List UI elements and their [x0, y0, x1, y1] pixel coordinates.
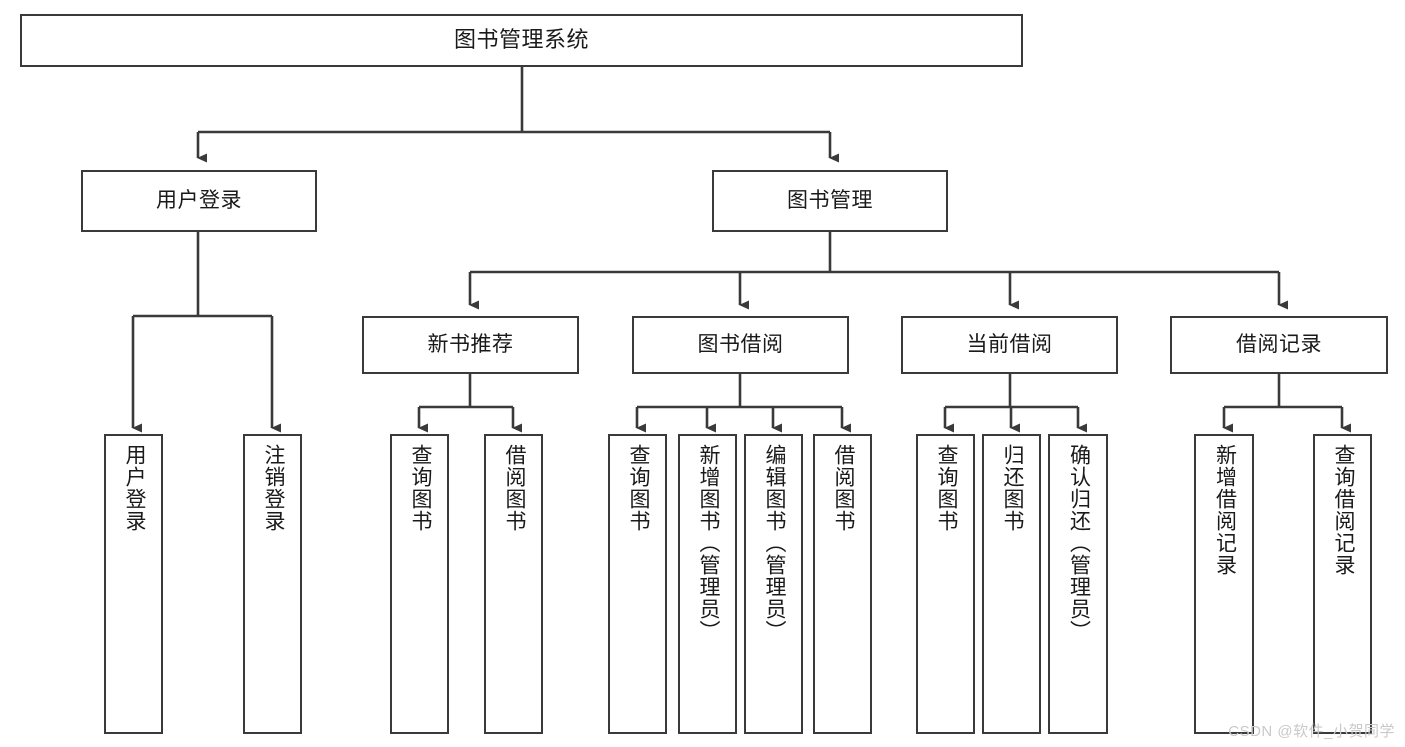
- node-book-borrow[interactable]: 图书借阅: [632, 316, 849, 374]
- watermark: CSDN @软件_小贺同学: [1228, 723, 1395, 740]
- node-leaf-query-book-3-label: 查询图书: [934, 444, 958, 532]
- node-leaf-add-book[interactable]: 新增图书（管理员）: [678, 434, 737, 734]
- node-leaf-return-book[interactable]: 归还图书: [982, 434, 1041, 734]
- node-new-book-recommend[interactable]: 新书推荐: [362, 316, 579, 374]
- node-leaf-borrow-book-2[interactable]: 借阅图书: [813, 434, 872, 734]
- node-leaf-borrow-book-1-label: 借阅图书: [502, 444, 526, 532]
- node-book-manage[interactable]: 图书管理: [712, 170, 948, 232]
- node-leaf-confirm-return-label: 确认归还（管理员）: [1067, 444, 1091, 642]
- node-user-login-label: 用户登录: [156, 189, 242, 213]
- node-leaf-query-book-2-label: 查询图书: [626, 444, 650, 532]
- node-root-label: 图书管理系统: [453, 27, 589, 53]
- node-leaf-query-record[interactable]: 查询借阅记录: [1313, 434, 1372, 734]
- node-leaf-query-book-1[interactable]: 查询图书: [390, 434, 449, 734]
- node-leaf-query-book-2[interactable]: 查询图书: [608, 434, 667, 734]
- node-leaf-query-book-1-label: 查询图书: [408, 444, 432, 532]
- node-leaf-query-book-3[interactable]: 查询图书: [916, 434, 975, 734]
- node-new-book-recommend-label: 新书推荐: [427, 333, 514, 357]
- node-leaf-user-login-label: 用户登录: [122, 444, 146, 532]
- node-leaf-logout[interactable]: 注销登录: [243, 434, 302, 734]
- node-leaf-edit-book[interactable]: 编辑图书（管理员）: [744, 434, 803, 734]
- node-book-manage-label: 图书管理: [787, 189, 873, 213]
- node-borrow-record[interactable]: 借阅记录: [1170, 316, 1388, 374]
- node-leaf-add-record-label: 新增借阅记录: [1213, 444, 1237, 576]
- node-book-borrow-label: 图书借阅: [697, 333, 784, 357]
- node-user-login[interactable]: 用户登录: [81, 170, 317, 232]
- node-leaf-logout-label: 注销登录: [261, 444, 285, 532]
- node-leaf-return-book-label: 归还图书: [1000, 444, 1024, 532]
- node-leaf-add-book-label: 新增图书（管理员）: [696, 444, 720, 642]
- node-current-borrow[interactable]: 当前借阅: [901, 316, 1118, 374]
- node-leaf-borrow-book-2-label: 借阅图书: [831, 444, 855, 532]
- node-leaf-borrow-book-1[interactable]: 借阅图书: [484, 434, 543, 734]
- node-leaf-confirm-return[interactable]: 确认归还（管理员）: [1048, 434, 1108, 734]
- node-leaf-query-record-label: 查询借阅记录: [1331, 444, 1355, 576]
- node-current-borrow-label: 当前借阅: [966, 333, 1053, 357]
- node-leaf-user-login[interactable]: 用户登录: [104, 434, 163, 734]
- node-root[interactable]: 图书管理系统: [20, 14, 1023, 67]
- node-leaf-edit-book-label: 编辑图书（管理员）: [762, 444, 786, 642]
- node-leaf-add-record[interactable]: 新增借阅记录: [1194, 434, 1254, 734]
- node-borrow-record-label: 借阅记录: [1236, 333, 1322, 357]
